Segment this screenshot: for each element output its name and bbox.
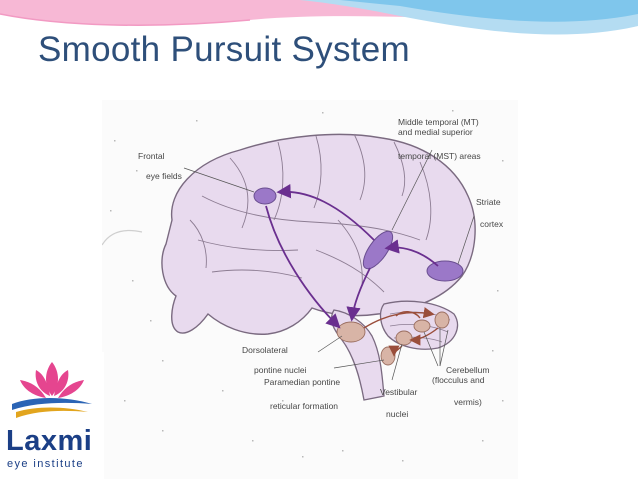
pprf-area [380,346,396,366]
cerebellum-vermis-area [434,311,450,329]
pathway-fef-to-dlpn [265,205,341,329]
label-cerebellum-line2: (flocculus and [432,375,485,385]
brain-shadow-outline [102,229,143,246]
label-frontal-eye-fields-line1: Frontal [138,151,165,161]
lotus-logo-icon [12,362,92,418]
label-dorsolateral-line2: pontine nuclei [254,365,307,375]
scan-speckle [110,110,504,462]
pathway-cerebellum-loop [395,311,421,319]
label-pprf-line1: Paramedian pontine [264,377,341,387]
pathway-striate-to-mt [384,239,439,267]
frontal-eye-fields-area [253,187,277,205]
dorsolateral-pontine-nuclei-area [336,321,366,343]
label-striate-line1: Striate [476,197,501,207]
label-vestibular-line1: Vestibular [380,387,418,397]
label-leader-lines [183,149,475,381]
brain-sulci [189,133,432,293]
logo-name: Laxmi [6,425,93,457]
label-cerebellum-line1: Cerebellum [446,365,490,375]
label-vestibular-line2: nuclei [386,409,409,419]
striate-cortex-area [426,260,464,282]
pathway-cerebellum-to-vestibular [409,327,439,346]
brain-illustration [102,110,504,462]
pathway-mt-to-fef [276,184,375,241]
label-dorsolateral-line1: Dorsolateral [242,345,288,355]
label-frontal-eye-fields-line2: eye fields [146,171,182,181]
slide-title: Smooth Pursuit System [38,30,410,69]
cerebellum-flocculus-area [413,319,431,333]
label-mt-mst-line1: Middle temporal (MT) [398,117,479,127]
label-cerebellum-line3: vermis) [454,397,482,407]
pathway-mt-to-dlpn [346,267,371,322]
label-striate-line2: cortex [480,219,504,229]
logo-tagline: eye institute [7,458,84,470]
vestibular-nuclei-area [395,330,413,346]
label-mt-mst-line2: and medial superior [398,127,473,137]
header-swoosh [0,0,638,35]
label-mt-mst-line3: temporal (MST) areas [398,151,481,161]
label-pprf-line2: reticular formation [270,401,339,411]
brain-pathway-diagram: Frontal eye fields Middle temporal (MT) … [102,100,518,479]
